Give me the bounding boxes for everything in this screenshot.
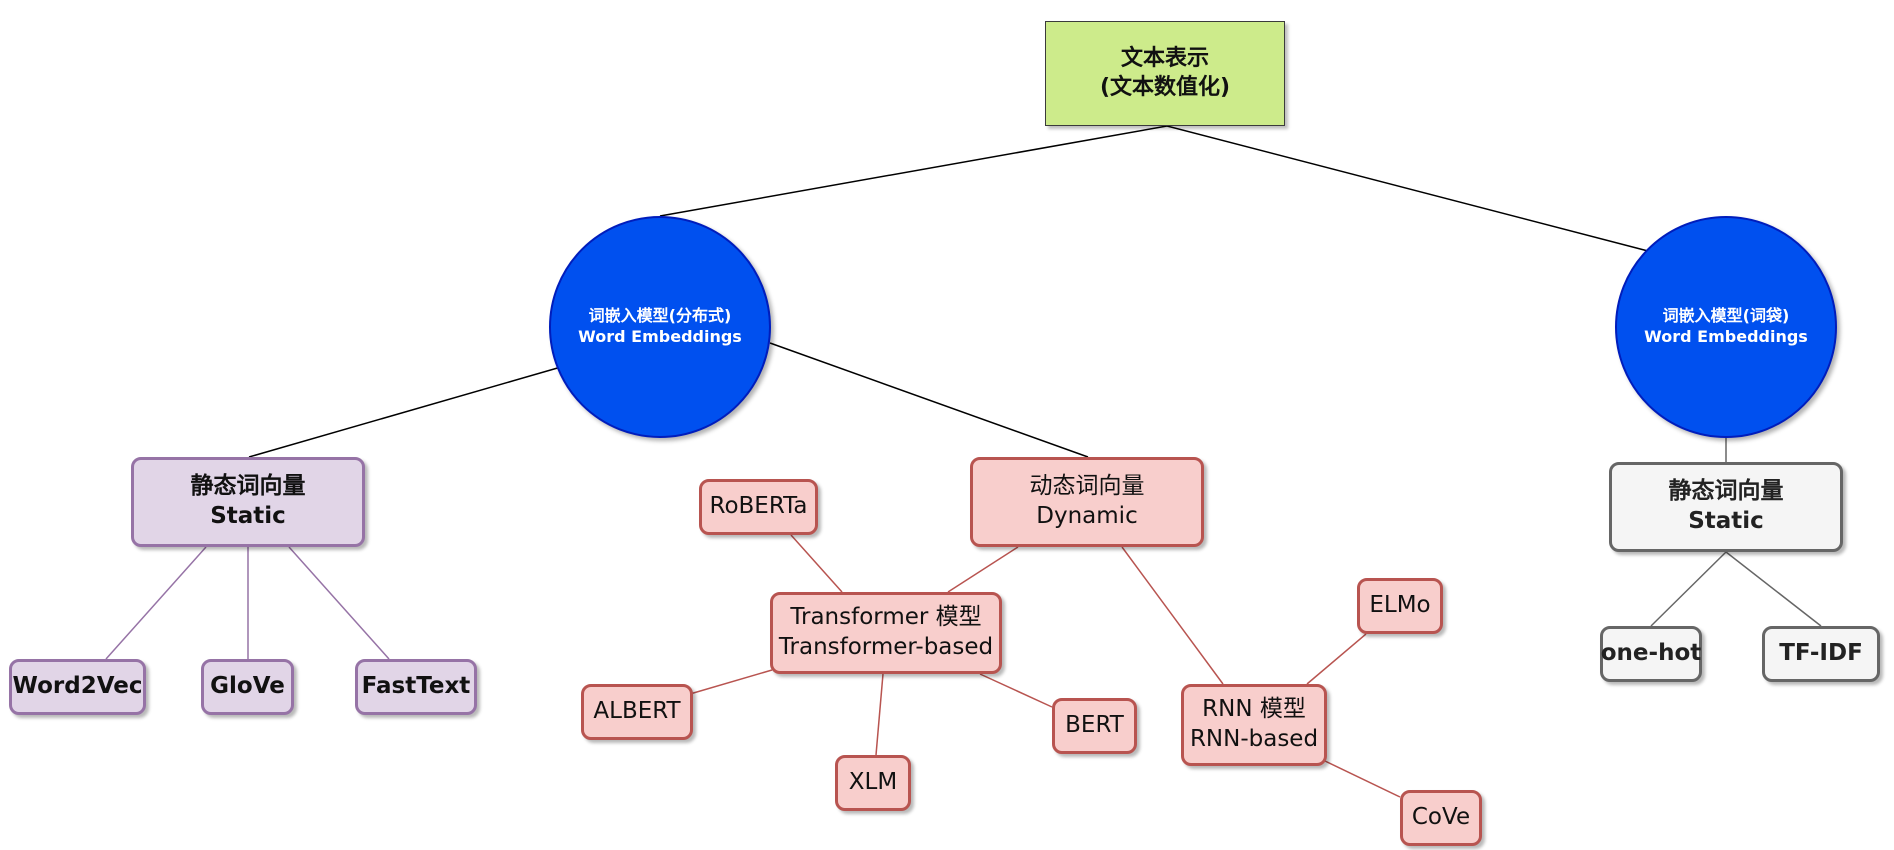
distributed-embeddings-node: 词嵌入模型(分布式) Word Embeddings: [549, 216, 771, 438]
root-title: 文本表示: [1120, 45, 1209, 71]
elmo-label: ELMo: [1369, 592, 1431, 619]
edge-rnn-cove: [1324, 760, 1401, 798]
edge-rnn-elmo: [1306, 633, 1367, 685]
leaf-tf-idf: TF-IDF: [1762, 626, 1880, 682]
roberta-label: RoBERTa: [709, 493, 808, 520]
bag-of-words-embeddings-node: 词嵌入模型(词袋) Word Embeddings: [1615, 216, 1837, 438]
root-node: 文本表示 (文本数值化): [1045, 21, 1285, 126]
edge-root-bag-of-words: [1166, 125, 1649, 252]
one-hot-label: one-hot: [1600, 640, 1702, 667]
distributed-subtitle: Word Embeddings: [578, 327, 742, 346]
edge-static-tfidf: [1725, 551, 1822, 627]
edge-transformer-albert: [689, 669, 773, 695]
leaf-fasttext: FastText: [355, 659, 477, 715]
edge-transformer-xlm: [875, 673, 884, 756]
bert-label: BERT: [1065, 712, 1124, 739]
edge-dynamic-transformer: [947, 546, 1019, 593]
cove-label: CoVe: [1411, 804, 1471, 831]
leaf-elmo: ELMo: [1357, 578, 1443, 634]
xlm-label: XLM: [848, 769, 898, 796]
static-left-subtitle: Static: [210, 503, 286, 529]
edge-root-distributed: [659, 125, 1168, 217]
edge-distributed-static: [248, 366, 562, 458]
edge-static-onehot: [1650, 551, 1727, 627]
leaf-roberta: RoBERTa: [699, 479, 818, 535]
rnn-node: RNN 模型 RNN-based: [1181, 684, 1327, 766]
glove-label: GloVe: [210, 673, 285, 700]
static-vectors-right-node: 静态词向量 Static: [1609, 462, 1843, 552]
static-right-title: 静态词向量: [1668, 478, 1784, 505]
edge-transformer-roberta: [790, 534, 843, 593]
bag-of-words-subtitle: Word Embeddings: [1644, 327, 1808, 346]
transformer-subtitle: Transformer-based: [778, 634, 994, 660]
transformer-title: Transformer 模型: [790, 604, 982, 631]
leaf-bert: BERT: [1052, 698, 1137, 754]
leaf-albert: ALBERT: [581, 684, 693, 740]
edge-transformer-bert: [979, 673, 1053, 708]
leaf-xlm: XLM: [835, 755, 911, 811]
edge-distributed-dynamic: [769, 342, 1089, 458]
static-right-subtitle: Static: [1688, 508, 1764, 534]
tf-idf-label: TF-IDF: [1779, 640, 1863, 667]
edge-dynamic-rnn: [1121, 546, 1224, 685]
edge-static-fasttext: [288, 546, 390, 660]
word2vec-label: Word2Vec: [12, 673, 143, 700]
bag-of-words-title: 词嵌入模型(词袋): [1662, 306, 1790, 326]
fasttext-label: FastText: [361, 673, 471, 700]
dynamic-vectors-node: 动态词向量 Dynamic: [970, 457, 1204, 547]
root-subtitle: (文本数值化): [1099, 74, 1231, 100]
static-left-title: 静态词向量: [190, 473, 306, 500]
edge-static-word2vec: [105, 546, 207, 660]
transformer-node: Transformer 模型 Transformer-based: [770, 592, 1002, 674]
distributed-title: 词嵌入模型(分布式): [588, 306, 732, 326]
albert-label: ALBERT: [593, 698, 681, 725]
leaf-one-hot: one-hot: [1600, 626, 1702, 682]
dynamic-subtitle: Dynamic: [1036, 503, 1138, 529]
dynamic-title: 动态词向量: [1029, 473, 1145, 500]
rnn-subtitle: RNN-based: [1189, 726, 1319, 752]
static-vectors-left-node: 静态词向量 Static: [131, 457, 365, 547]
leaf-glove: GloVe: [201, 659, 294, 715]
leaf-word2vec: Word2Vec: [9, 659, 146, 715]
leaf-cove: CoVe: [1400, 790, 1482, 846]
rnn-title: RNN 模型: [1202, 696, 1306, 723]
